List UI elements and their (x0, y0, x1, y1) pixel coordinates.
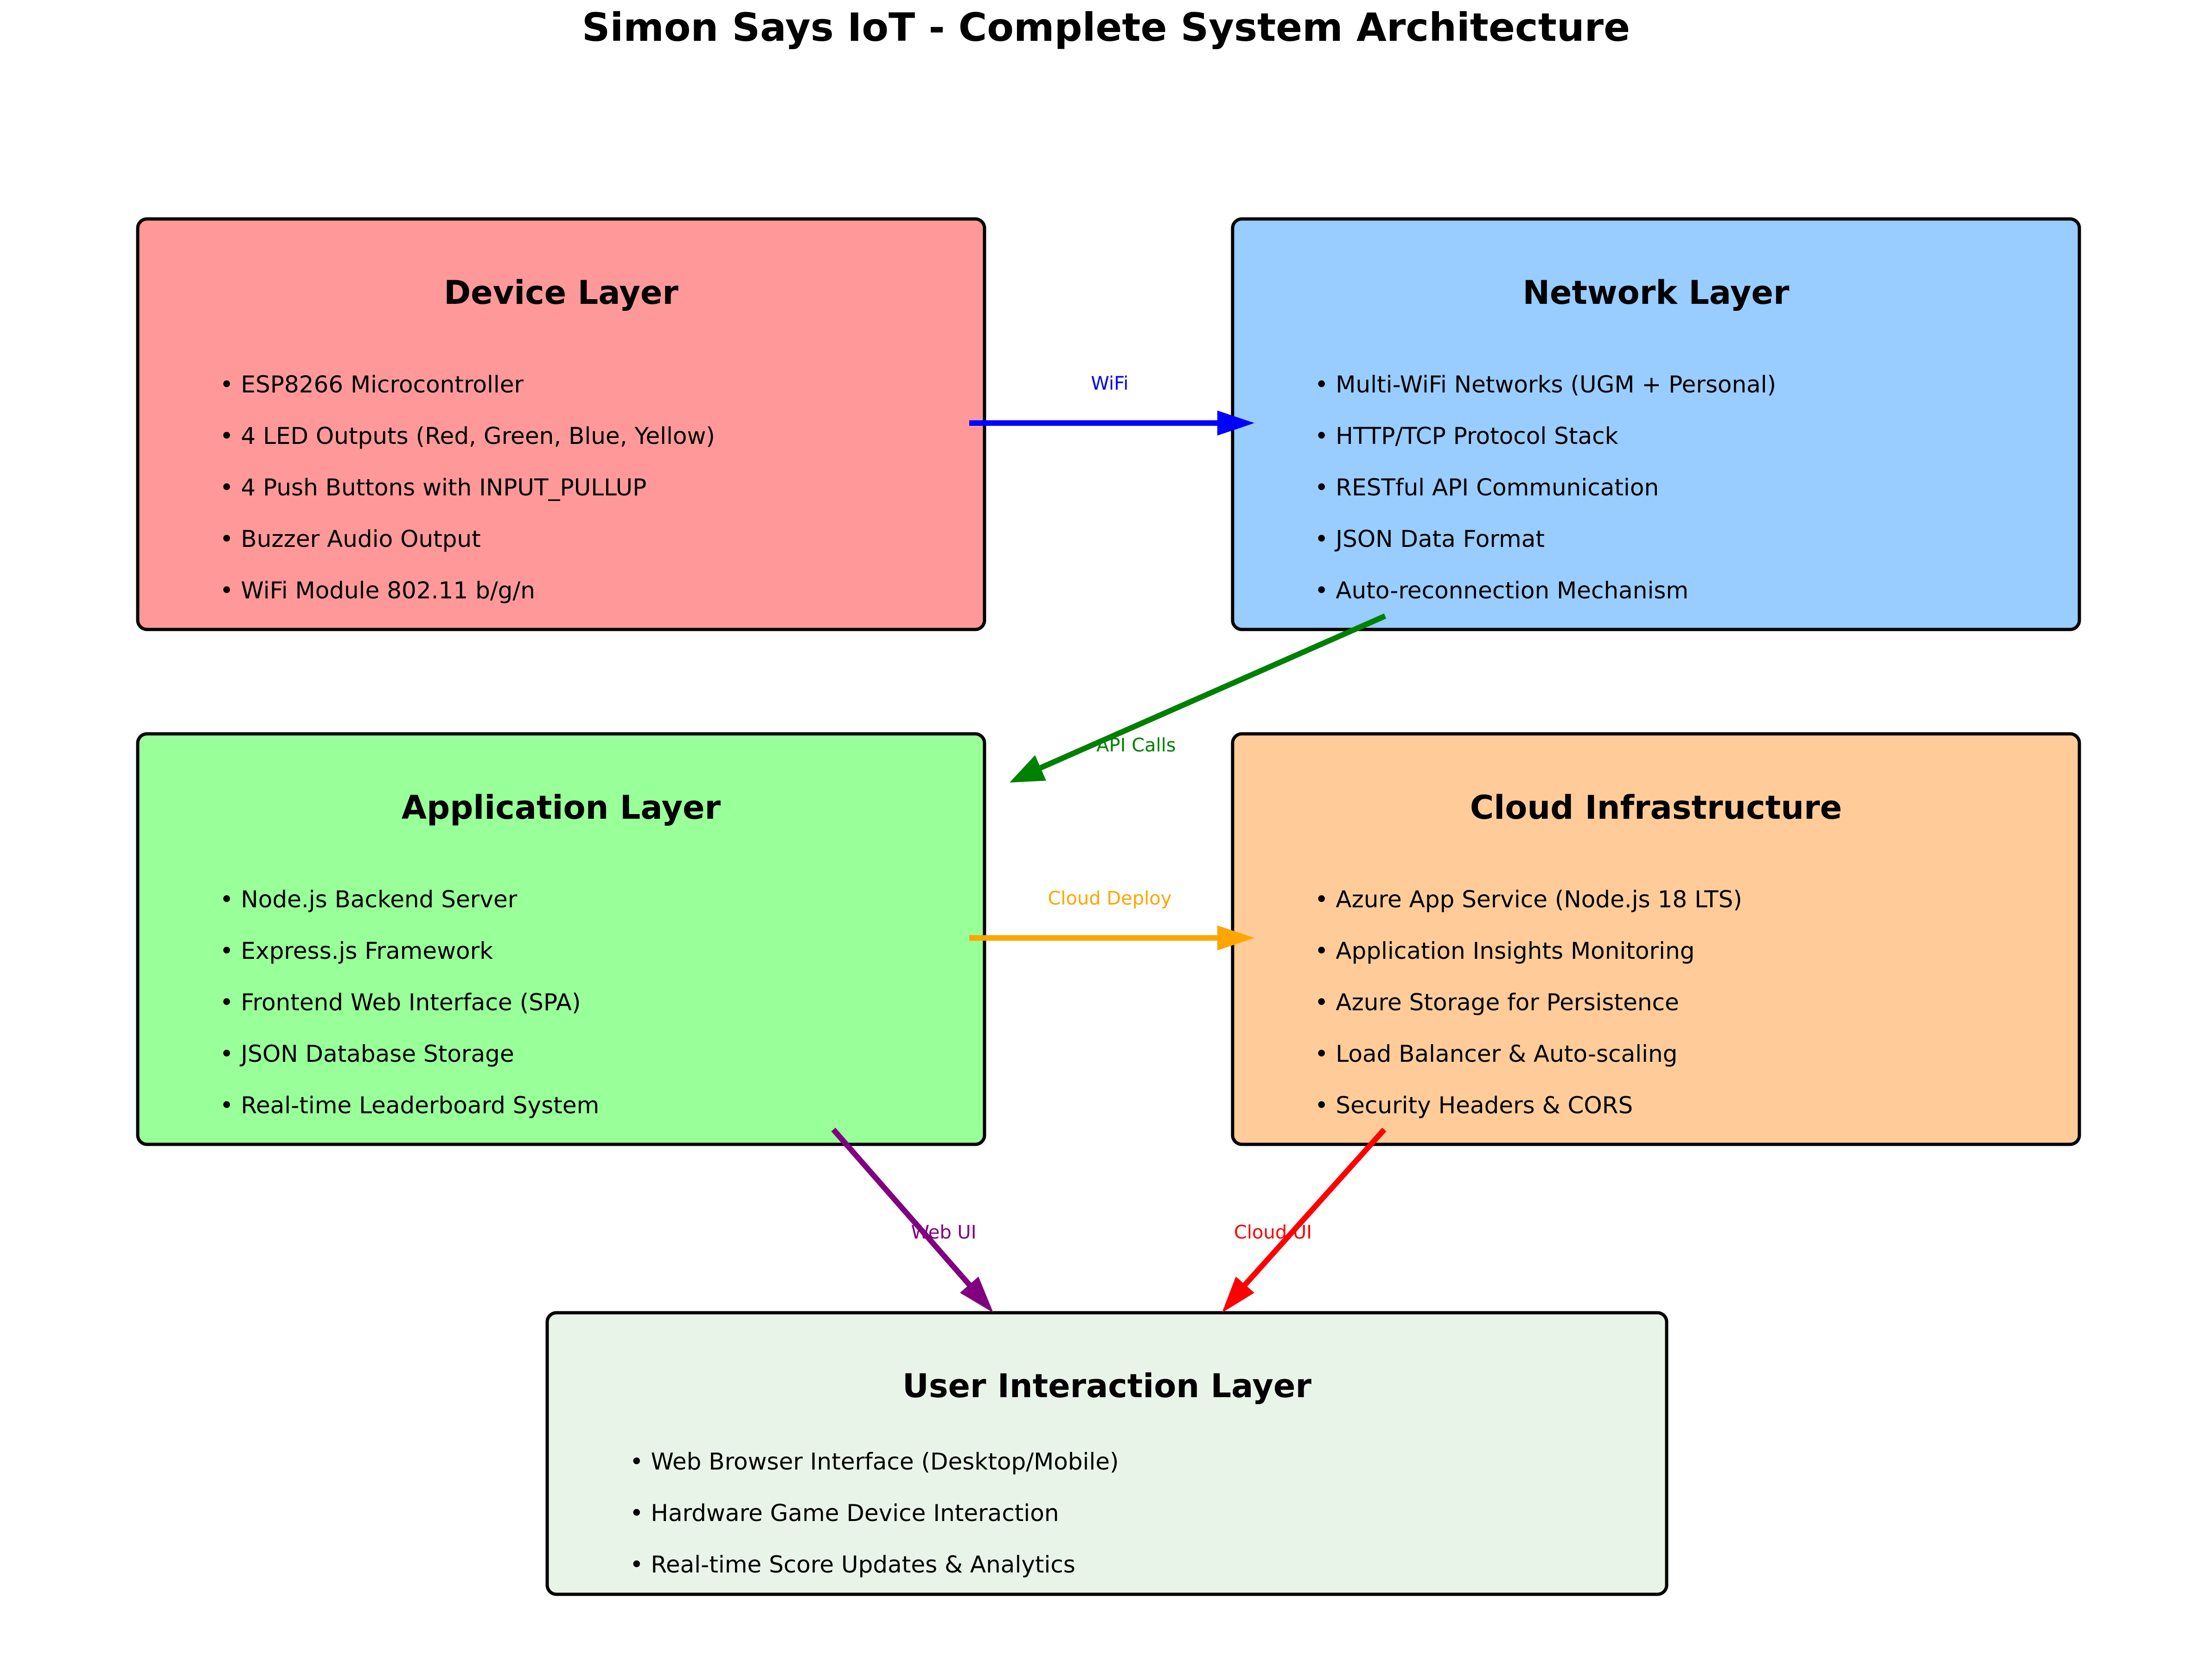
device-layer-box: Device Layer • ESP8266 Microcontroller •… (136, 217, 986, 631)
arrow-wifi: WiFi (969, 373, 1254, 436)
network-layer-item: • Multi-WiFi Networks (UGM + Personal) (1315, 371, 1776, 398)
device-layer-item: • WiFi Module 802.11 b/g/n (220, 577, 535, 604)
arrow-web-ui-label: Web UI (911, 1222, 977, 1243)
device-layer-item: • Buzzer Audio Output (220, 526, 481, 552)
arrow-cloud-ui-label: Cloud UI (1234, 1222, 1312, 1243)
arrow-web-ui-shaft (831, 1128, 974, 1289)
network-layer-item: • JSON Data Format (1315, 526, 1545, 552)
network-layer-item: • Auto-reconnection Mechanism (1315, 577, 1688, 604)
cloud-infrastructure-item: • Load Balancer & Auto-scaling (1315, 1040, 1677, 1067)
arrow-wifi-head (1217, 411, 1254, 436)
application-layer-box: Application Layer • Node.js Backend Serv… (136, 732, 986, 1146)
cloud-infrastructure-item: • Security Headers & CORS (1315, 1092, 1633, 1119)
cloud-infrastructure-item: • Azure App Service (Node.js 18 LTS) (1315, 886, 1742, 913)
arrow-cloud-deploy-head (1217, 925, 1254, 950)
page-title: Simon Says IoT - Complete System Archite… (582, 5, 1630, 50)
arrow-web-ui-head (960, 1277, 993, 1313)
user-interaction-layer-box: User Interaction Layer • Web Browser Int… (545, 1311, 1669, 1596)
arrow-cloud-deploy-label: Cloud Deploy (1048, 888, 1171, 909)
application-layer-item: • Express.js Framework (220, 937, 493, 964)
application-layer-title: Application Layer (402, 789, 721, 827)
arrow-wifi-label: WiFi (1091, 373, 1129, 394)
device-layer-item: • ESP8266 Microcontroller (220, 371, 524, 398)
arrow-cloud-ui-shaft (1240, 1127, 1387, 1290)
arrow-api-calls-shaft (1037, 613, 1387, 771)
user-interaction-layer-item: • Hardware Game Device Interaction (630, 1500, 1059, 1527)
arrow-web-ui: Web UI (831, 1128, 993, 1313)
network-layer-item: • RESTful API Communication (1315, 474, 1659, 501)
user-interaction-layer-item: • Real-time Score Updates & Analytics (630, 1551, 1075, 1578)
user-interaction-layer-item: • Web Browser Interface (Desktop/Mobile) (630, 1448, 1119, 1475)
user-interaction-layer-title: User Interaction Layer (902, 1367, 1311, 1405)
cloud-infrastructure-item: • Application Insights Monitoring (1315, 937, 1694, 964)
cloud-infrastructure-box: Cloud Infrastructure • Azure App Service… (1231, 732, 2081, 1146)
application-layer-item: • Node.js Backend Server (220, 886, 518, 913)
arrow-api-calls-label: API Calls (1096, 735, 1176, 756)
cloud-infrastructure-title: Cloud Infrastructure (1470, 789, 1842, 827)
user-interaction-layer-background (545, 1311, 1669, 1596)
device-layer-title: Device Layer (444, 274, 678, 312)
application-layer-item: • Frontend Web Interface (SPA) (220, 989, 581, 1016)
arrow-cloud-ui-head (1222, 1277, 1254, 1313)
arrow-cloud-deploy: Cloud Deploy (969, 888, 1254, 950)
arrow-api-calls-head (1010, 755, 1046, 783)
device-layer-item: • 4 Push Buttons with INPUT_PULLUP (220, 474, 646, 501)
network-layer-item: • HTTP/TCP Protocol Stack (1315, 423, 1618, 449)
application-layer-item: • Real-time Leaderboard System (220, 1092, 599, 1119)
network-layer-title: Network Layer (1522, 274, 1790, 312)
device-layer-item: • 4 LED Outputs (Red, Green, Blue, Yello… (220, 423, 715, 449)
network-layer-box: Network Layer • Multi-WiFi Networks (UGM… (1231, 217, 2081, 631)
arrow-cloud-ui: Cloud UI (1222, 1127, 1387, 1313)
arrow-api-calls: API Calls (1010, 613, 1387, 783)
application-layer-item: • JSON Database Storage (220, 1040, 514, 1067)
cloud-infrastructure-item: • Azure Storage for Persistence (1315, 989, 1679, 1016)
